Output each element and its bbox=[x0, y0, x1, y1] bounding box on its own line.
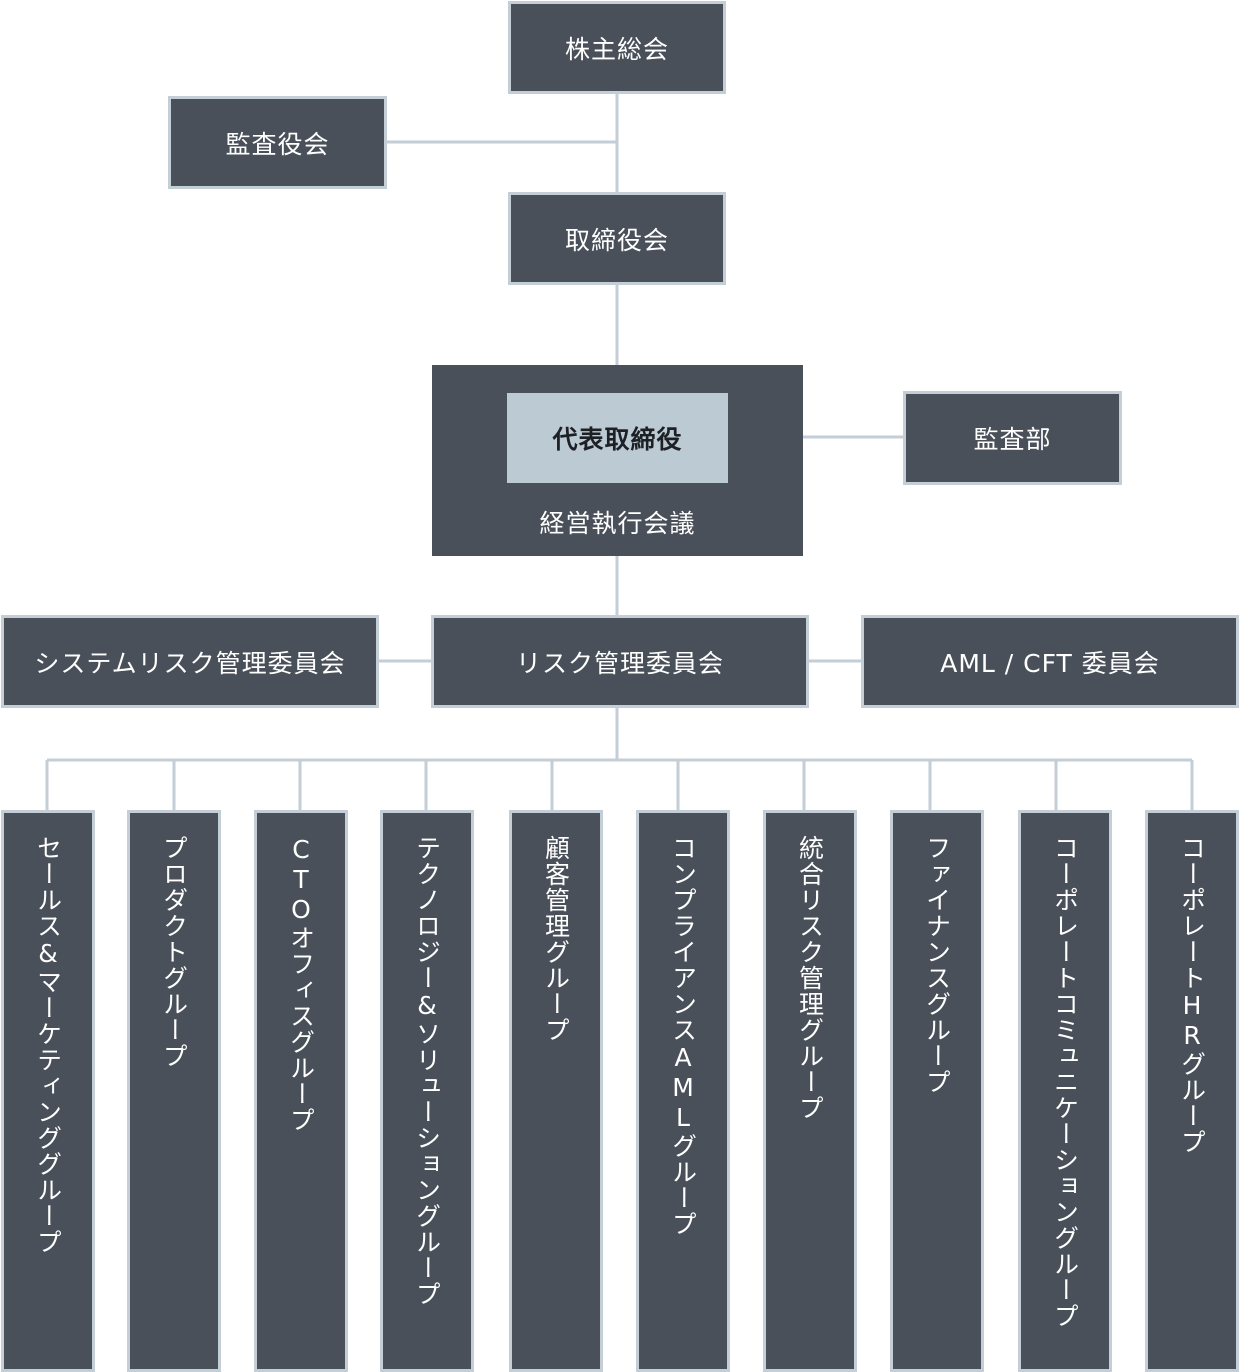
shareholders-box: 株主総会 bbox=[508, 1, 726, 94]
executive-meeting-label: 経営執行会議 bbox=[539, 509, 696, 538]
ceo-box: 代表取締役 bbox=[507, 393, 728, 483]
group-box-corporate-hr: コーポレートHRグループ bbox=[1145, 810, 1239, 1372]
group-box-finance: ファイナンスグループ bbox=[890, 810, 984, 1372]
group-label: セールス&マーケティンググループ bbox=[33, 835, 63, 1255]
group-box-integrated-risk: 統合リスク管理グループ bbox=[763, 810, 857, 1372]
group-label: コンプライアンスAMLグループ bbox=[668, 835, 698, 1237]
group-box-cto-office: CTOオフィスグループ bbox=[254, 810, 348, 1372]
board-of-directors-box: 取締役会 bbox=[508, 192, 726, 285]
group-box-technology-solution: テクノロジー&ソリューショングループ bbox=[380, 810, 474, 1372]
group-box-customer-management: 顧客管理グループ bbox=[509, 810, 603, 1372]
audit-department-box: 監査部 bbox=[903, 391, 1122, 485]
group-label: プロダクトグループ bbox=[159, 835, 189, 1069]
group-box-product: プロダクトグループ bbox=[127, 810, 221, 1372]
auditors-board-box: 監査役会 bbox=[168, 96, 387, 189]
aml-cft-committee-box: AML / CFT 委員会 bbox=[861, 615, 1239, 708]
system-risk-committee-box: システムリスク管理委員会 bbox=[1, 615, 379, 708]
risk-committee-box: リスク管理委員会 bbox=[431, 615, 809, 708]
group-label: 顧客管理グループ bbox=[541, 835, 571, 1043]
group-box-compliance-aml: コンプライアンスAMLグループ bbox=[636, 810, 730, 1372]
group-box-corporate-communication: コーポレートコミュニケーショングループ bbox=[1018, 810, 1112, 1372]
group-label: 統合リスク管理グループ bbox=[795, 835, 825, 1121]
group-box-sales-marketing: セールス&マーケティンググループ bbox=[1, 810, 95, 1372]
group-label: ファイナンスグループ bbox=[922, 835, 952, 1095]
group-label: CTOオフィスグループ bbox=[286, 835, 316, 1133]
group-label: コーポレートHRグループ bbox=[1177, 835, 1207, 1155]
group-label: コーポレートコミュニケーショングループ bbox=[1050, 835, 1080, 1329]
group-label: テクノロジー&ソリューショングループ bbox=[412, 835, 442, 1307]
